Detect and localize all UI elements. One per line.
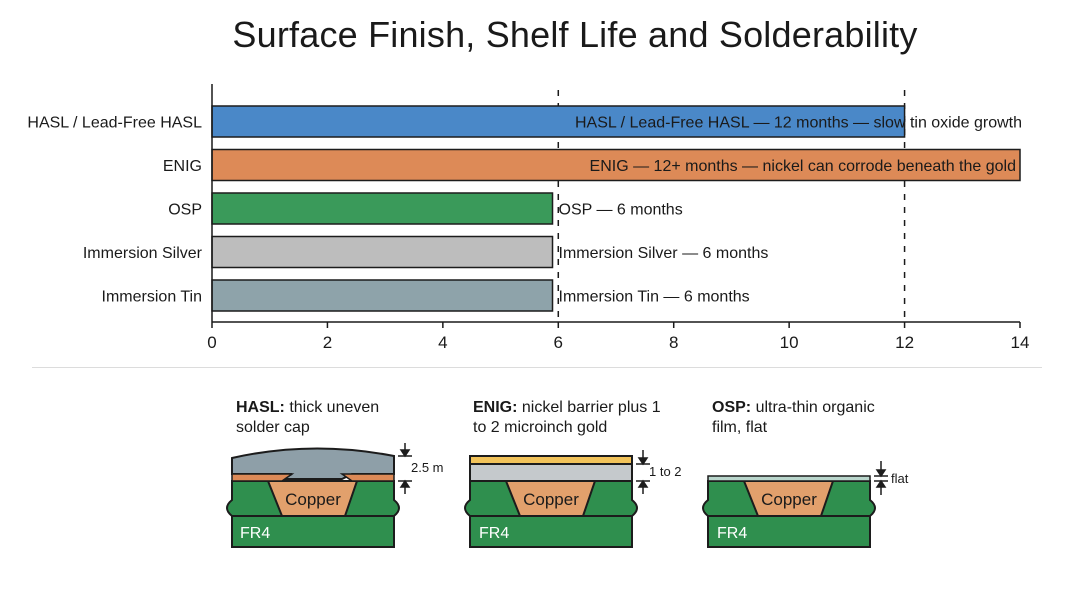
- bars: [211, 105, 1021, 312]
- bar-osp: [211, 192, 554, 225]
- x-tick-label-4: 4: [438, 333, 447, 352]
- copper-label: Copper: [523, 490, 579, 509]
- caption-enig-text: nickel barrier plus 1 to 2 microinch gol…: [473, 399, 661, 436]
- x-tick-label-8: 8: [669, 333, 678, 352]
- fr4-label: FR4: [717, 525, 747, 542]
- dimension-marker: [398, 443, 412, 494]
- data-label-enig: ENIG — 12+ months — nickel can corrode b…: [590, 158, 1016, 175]
- diagram-enig: Copper FR4 1 to 2: [464, 450, 682, 548]
- category-labels: HASL / Lead-Free HASL ENIG OSP Immersion Si…: [27, 115, 202, 306]
- caption-osp-bold: OSP:: [712, 399, 752, 416]
- bar-tin: [211, 279, 554, 312]
- x-tick-label-12: 12: [895, 333, 914, 352]
- x-tick-label-0: 0: [207, 333, 216, 352]
- section-divider: [32, 367, 1042, 368]
- caption-osp-text: ultra-thin organic film, flat: [712, 399, 875, 436]
- data-label-hasl: HASL / Lead-Free HASL — 12 months — slow…: [575, 115, 1022, 132]
- x-tick-label-6: 6: [554, 333, 563, 352]
- caption-osp: OSP: ultra-thin organic film, flat: [712, 398, 902, 438]
- shelf-life-bar-chart: 0 2 4 6 8 10 12 14 HASL / Lead-Free HASL ENIG OSP…: [27, 84, 1029, 352]
- x-tick-label-14: 14: [1011, 333, 1030, 352]
- osp-film: [707, 475, 871, 482]
- diagram-hasl: Copper FR4 2.5 m: [226, 443, 444, 548]
- nickel-layer: [469, 463, 633, 482]
- caption-hasl: HASL: thick uneven solder cap: [236, 398, 406, 438]
- caption-hasl-text: thick uneven solder cap: [236, 399, 380, 436]
- copper-label: Copper: [285, 490, 341, 509]
- x-axis: 0 2 4 6 8 10 12 14: [207, 84, 1029, 352]
- copper-foil-strip: [231, 473, 395, 482]
- dimension-marker: [636, 450, 650, 494]
- bar-enig: [211, 148, 1021, 182]
- fr4-label: FR4: [479, 525, 509, 542]
- dimension-label: flat: [891, 471, 909, 486]
- bar-hasl: [211, 105, 906, 138]
- copper-label: Copper: [761, 490, 817, 509]
- page-title: Surface Finish, Shelf Life and Solderabi…: [232, 14, 918, 55]
- fr4-label: FR4: [240, 525, 270, 542]
- gold-layer: [469, 455, 633, 465]
- data-labels: HASL / Lead-Free HASL — 12 months — slow…: [559, 115, 1022, 306]
- category-label-tin: Immersion Tin: [102, 289, 202, 306]
- category-label-osp: OSP: [168, 202, 202, 219]
- caption-hasl-bold: HASL:: [236, 399, 285, 416]
- x-tick-label-10: 10: [780, 333, 799, 352]
- dimension-marker: [874, 461, 888, 495]
- caption-enig: ENIG: nickel barrier plus 1 to 2 microin…: [473, 398, 673, 438]
- dimension-label: 1 to 2: [649, 464, 682, 479]
- data-label-tin: Immersion Tin — 6 months: [559, 289, 750, 306]
- data-label-silver: Immersion Silver — 6 months: [559, 245, 769, 262]
- data-label-osp: OSP — 6 months: [559, 202, 683, 219]
- caption-enig-bold: ENIG:: [473, 399, 518, 416]
- category-label-silver: Immersion Silver: [83, 245, 203, 262]
- x-tick-label-2: 2: [323, 333, 332, 352]
- dimension-label: 2.5 m: [411, 460, 444, 475]
- diagram-osp: Copper FR4 flat: [702, 461, 909, 548]
- category-label-enig: ENIG: [163, 158, 202, 175]
- category-label-hasl: HASL / Lead-Free HASL: [27, 115, 202, 132]
- bar-silver: [211, 235, 554, 269]
